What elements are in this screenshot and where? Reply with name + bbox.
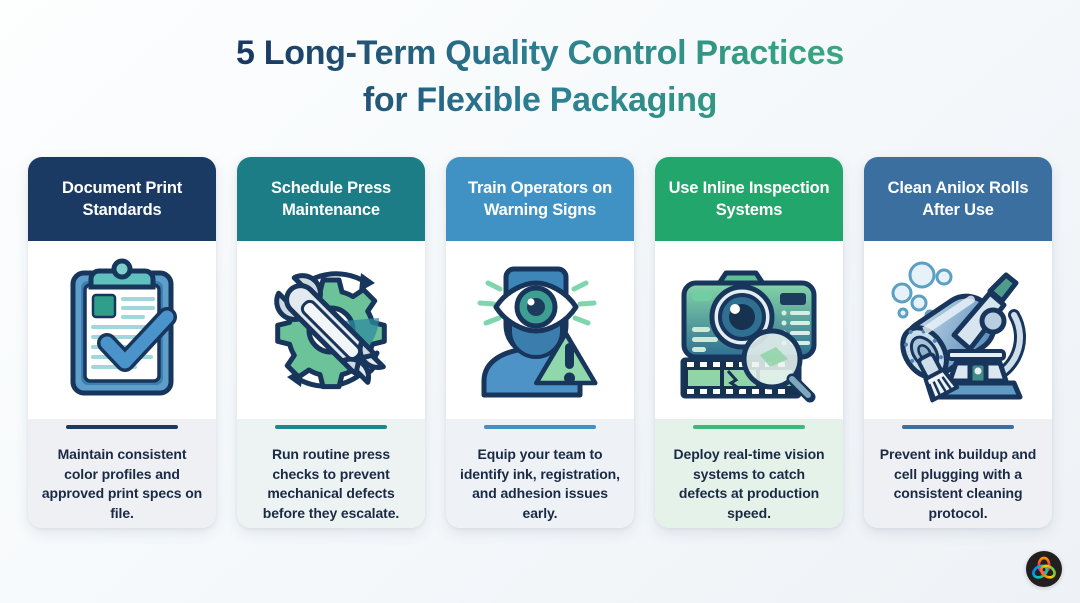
- card-2-header: Schedule Press Maintenance: [237, 157, 425, 241]
- card-4-body: Deploy real-time vision systems to catch…: [655, 419, 843, 528]
- page-title-line-1: 5 Long-Term Quality Control Practices: [0, 30, 1080, 77]
- practice-card-2[interactable]: Schedule Press Maintenance: [237, 157, 425, 528]
- gear-wrench-icon: [263, 255, 399, 405]
- card-5-icon-area: [864, 241, 1052, 419]
- card-3-heading: Train Operators on Warning Signs: [467, 179, 612, 219]
- camera-magnifier-icon: [676, 255, 822, 405]
- card-3-divider: [484, 425, 596, 429]
- card-5-text: Prevent ink buildup and cell plugging wi…: [879, 446, 1037, 521]
- card-1-heading: Document Print Standards: [61, 179, 183, 219]
- brand-logo[interactable]: [1026, 551, 1062, 587]
- page-title: 5 Long-Term Quality Control Practices fo…: [0, 30, 1080, 124]
- anilox-microscope-icon: [886, 255, 1030, 405]
- card-3-header: Train Operators on Warning Signs: [446, 157, 634, 241]
- card-1-header: Document Print Standards: [28, 157, 216, 241]
- card-4-text: Deploy real-time vision systems to catch…: [673, 446, 825, 521]
- rainbow-trefoil-icon: [1032, 556, 1056, 579]
- card-3-text: Equip your team to identify ink, registr…: [460, 446, 620, 521]
- operator-warning-eye-icon: [470, 255, 610, 405]
- page-title-line-2: for Flexible Packaging: [0, 77, 1080, 124]
- card-1-icon-area: [28, 241, 216, 419]
- card-4-divider: [693, 425, 805, 429]
- practice-card-3[interactable]: Train Operators on Warning Signs: [446, 157, 634, 528]
- card-5-divider: [902, 425, 1014, 429]
- card-2-heading: Schedule Press Maintenance: [270, 179, 392, 219]
- card-3-body: Equip your team to identify ink, registr…: [446, 419, 634, 528]
- card-4-header: Use Inline Inspection Systems: [655, 157, 843, 241]
- practice-card-1[interactable]: Document Print Standards: [28, 157, 216, 528]
- card-3-icon-area: [446, 241, 634, 419]
- clipboard-check-icon: [57, 255, 187, 405]
- card-4-heading: Use Inline Inspection Systems: [668, 179, 830, 219]
- practice-card-4[interactable]: Use Inline Inspection Systems: [655, 157, 843, 528]
- card-1-text: Maintain consistent color profiles and a…: [41, 446, 203, 521]
- card-2-text: Run routine press checks to prevent mech…: [262, 446, 400, 521]
- card-1-body: Maintain consistent color profiles and a…: [28, 419, 216, 528]
- card-2-icon-area: [237, 241, 425, 419]
- card-4-icon-area: [655, 241, 843, 419]
- practice-cards-row: Document Print Standards: [28, 157, 1052, 528]
- card-2-divider: [275, 425, 387, 429]
- card-2-body: Run routine press checks to prevent mech…: [237, 419, 425, 528]
- card-5-heading: Clean Anilox Rolls After Use: [887, 179, 1029, 219]
- card-5-body: Prevent ink buildup and cell plugging wi…: [864, 419, 1052, 528]
- card-1-divider: [66, 425, 178, 429]
- practice-card-5[interactable]: Clean Anilox Rolls After Use: [864, 157, 1052, 528]
- card-5-header: Clean Anilox Rolls After Use: [864, 157, 1052, 241]
